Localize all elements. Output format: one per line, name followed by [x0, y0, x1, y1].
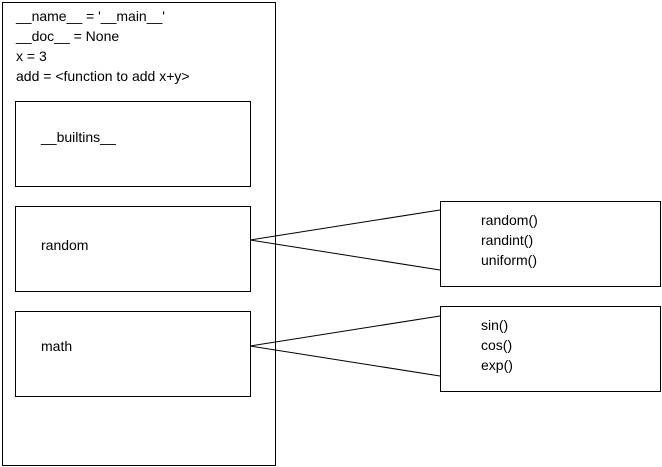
namespace-line-add: add = <function to add x+y> — [16, 68, 190, 84]
namespace-line-doc: __doc__ = None — [16, 28, 120, 44]
math-member-cos: cos() — [481, 337, 513, 353]
random-connector-bottom — [249, 239, 441, 271]
math-connector-bottom — [249, 345, 441, 377]
builtins-module-label: __builtins__ — [41, 129, 116, 145]
random-member-random: random() — [481, 212, 538, 228]
namespace-line-x: x = 3 — [16, 48, 47, 64]
random-member-uniform: uniform() — [481, 252, 538, 268]
random-members-box — [440, 201, 661, 287]
math-member-exp: exp() — [481, 357, 513, 373]
random-module-box — [15, 206, 251, 292]
math-members-box — [440, 306, 661, 392]
random-connector-top — [249, 209, 441, 241]
random-member-randint: randint() — [481, 232, 534, 248]
math-member-sin: sin() — [481, 317, 509, 333]
math-module-box — [15, 311, 251, 397]
namespace-line-name: __name__ = '__main__' — [16, 8, 165, 24]
math-module-label: math — [41, 338, 73, 354]
math-connector-top — [249, 315, 441, 347]
random-module-label: random — [41, 237, 89, 253]
builtins-module-box — [15, 101, 251, 187]
